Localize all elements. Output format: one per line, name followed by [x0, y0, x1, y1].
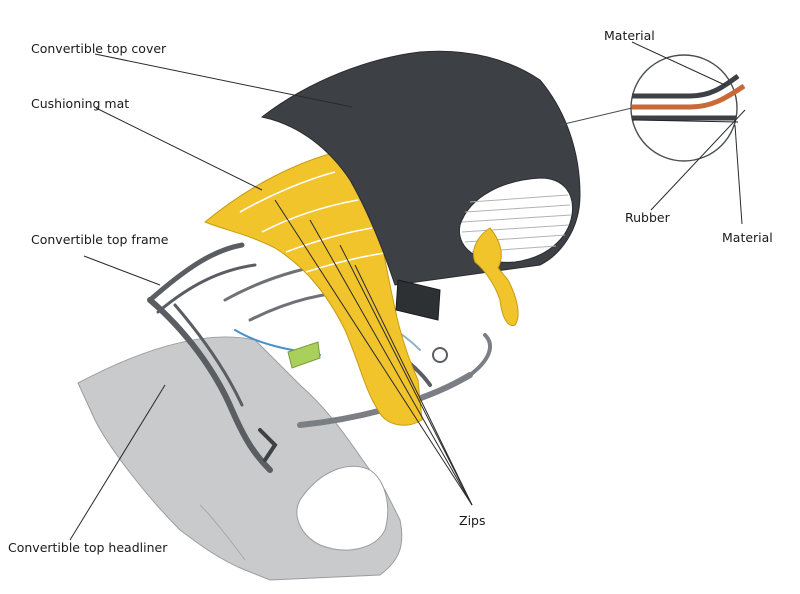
headliner-seam: [199, 504, 246, 561]
magnifier-connector-line: [559, 107, 633, 126]
mat-zip-lines: [239, 171, 386, 273]
material-detail-callout: [630, 54, 746, 162]
cover-tab: [395, 279, 441, 321]
headliner-window-cutout: [296, 465, 389, 551]
label-zips: Zips: [459, 513, 486, 528]
label-convertible-top-headliner: Convertible top headliner: [8, 540, 168, 555]
label-rubber: Rubber: [625, 210, 670, 225]
green-pad-left: [287, 341, 321, 369]
label-cushioning-mat: Cushioning mat: [31, 96, 130, 111]
label-material-top: Material: [604, 28, 655, 43]
label-convertible-top-cover: Convertible top cover: [31, 41, 167, 56]
cover-yellow-flap: [473, 227, 519, 327]
label-material-bottom: Material: [722, 230, 773, 245]
label-convertible-top-frame: Convertible top frame: [31, 232, 169, 247]
leader-lines: [69, 41, 746, 541]
